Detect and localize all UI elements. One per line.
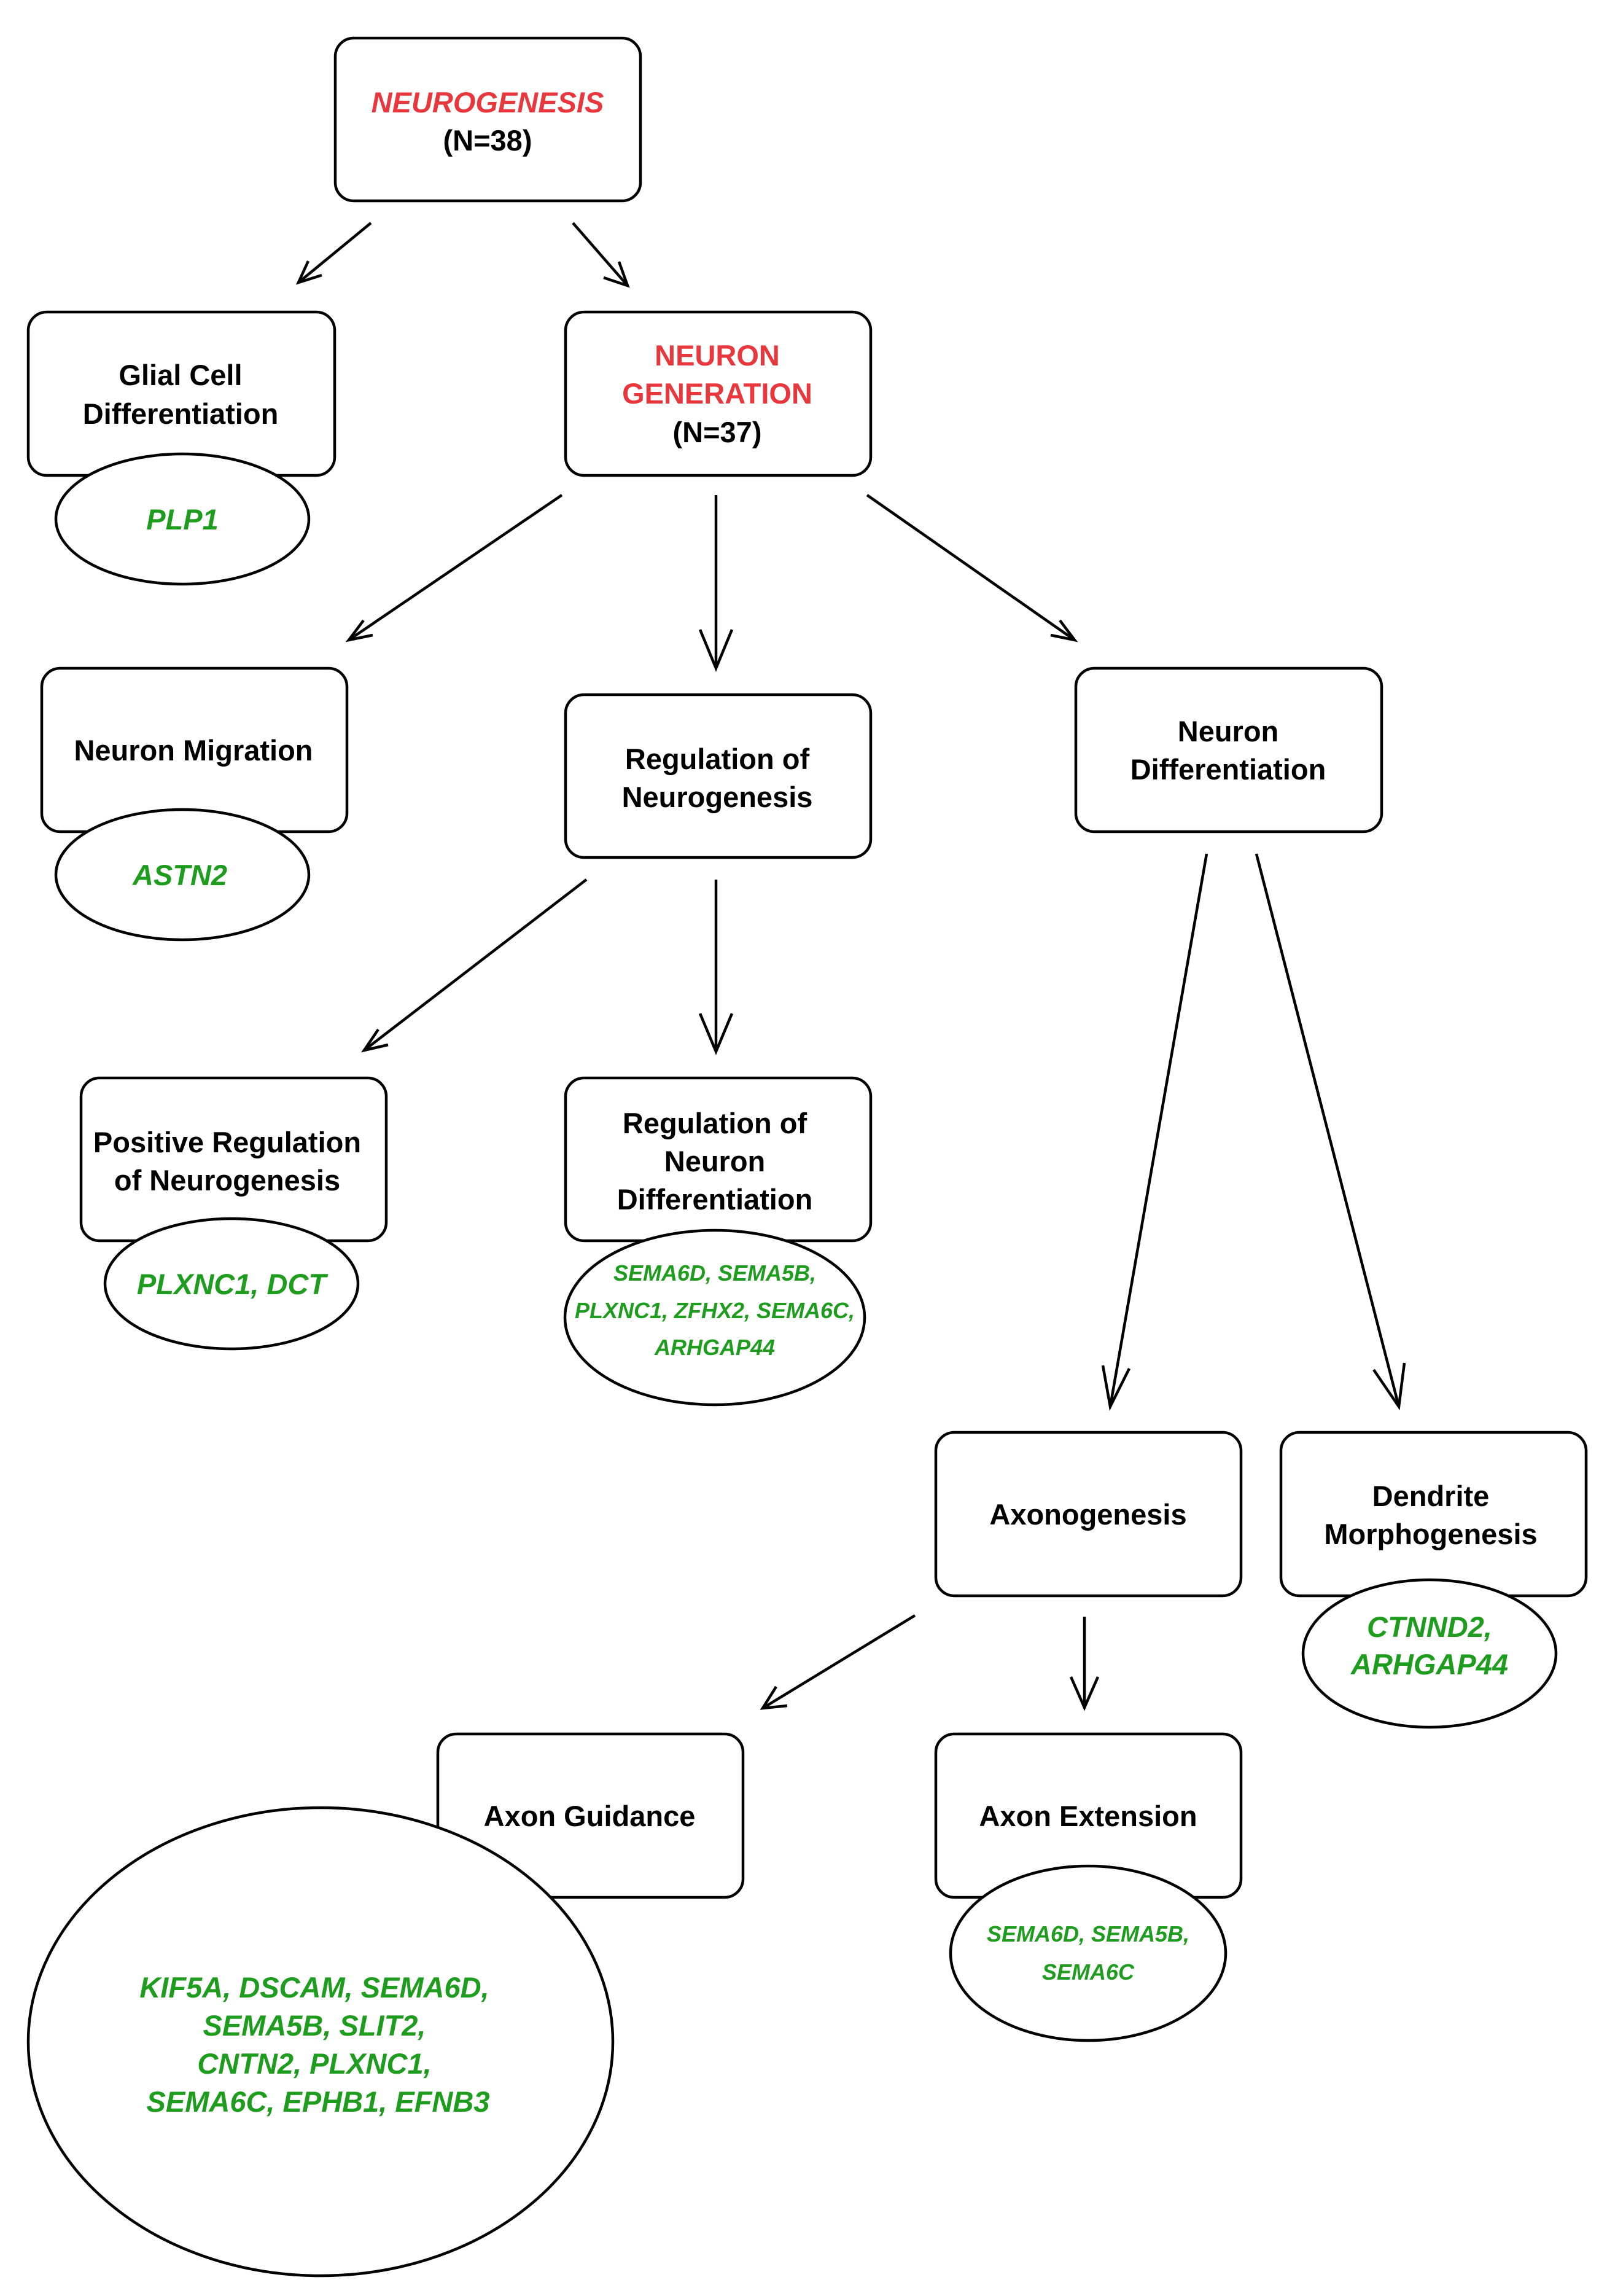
arrow-neuron-generation-to-regulation — [698, 495, 734, 672]
neuron-differentiation-line2: Differentiation — [1130, 753, 1326, 786]
neuron-diff-regulation-line2: Neuron — [664, 1145, 766, 1177]
gene-list-line: KIF5A, DSCAM, SEMA6D, — [139, 1971, 489, 2004]
gene-list-line: ASTN2 — [132, 859, 227, 891]
arrow-neurogenesis-to-glial — [295, 222, 372, 285]
neurogenesis-title: NEUROGENESIS — [372, 86, 604, 119]
genes-dendrite-morphogenesis: CTNND2, ARHGAP44 — [1301, 1578, 1558, 1729]
genes-axon-guidance: KIF5A, DSCAM, SEMA6D, SEMA5B, SLIT2, CNT… — [26, 1806, 615, 2278]
arrow-differentiation-to-dendrite — [1255, 853, 1406, 1411]
gene-list-line: SEMA6C — [1042, 1959, 1135, 1985]
neuron-generation-line2: GENERATION — [622, 377, 812, 410]
axon-guidance-label: Axon Guidance — [484, 1800, 696, 1832]
arrow-axonogenesis-to-axon-extension — [1069, 1617, 1100, 1711]
node-neuron-generation: NEURON GENERATION (N=37) — [564, 310, 873, 477]
regulation-label-line2: Neurogenesis — [622, 781, 813, 813]
genes-axon-extension: SEMA6D, SEMA5B, SEMA6C — [949, 1864, 1228, 2042]
gene-list-line: ARHGAP44 — [654, 1335, 775, 1360]
arrow-neuron-generation-to-differentiation — [866, 494, 1078, 642]
node-glial-cell-differentiation: Glial Cell Differentiation — [26, 310, 337, 477]
gene-list-line: SEMA5B, SLIT2, — [203, 2009, 426, 2042]
arrow-regulation-to-neuron-differentiation-regulation — [698, 880, 734, 1055]
node-neuron-migration: Neuron Migration — [40, 666, 349, 834]
node-axonogenesis: Axonogenesis — [934, 1431, 1243, 1598]
gene-list-line: ARHGAP44 — [1350, 1648, 1508, 1681]
axon-extension-label: Axon Extension — [979, 1800, 1197, 1832]
node-regulation-of-neuron-differentiation: Regulation of Neuron Differentiation — [564, 1076, 873, 1243]
node-neurogenesis: NEUROGENESIS (N=38) — [333, 36, 642, 203]
node-regulation-of-neurogenesis: Regulation of Neurogenesis — [564, 693, 873, 859]
gene-list-line: CTNND2, — [1367, 1611, 1492, 1643]
glial-label-line2: Differentiation — [83, 397, 279, 430]
neuron-generation-count: (N=37) — [673, 416, 762, 448]
neuron-differentiation-line1: Neuron — [1178, 715, 1279, 748]
neuron-migration-label: Neuron Migration — [74, 734, 313, 767]
arrow-regulation-to-positive-regulation — [360, 878, 588, 1053]
gene-list-line: PLP1 — [146, 503, 219, 536]
positive-regulation-line2: of Neurogenesis — [114, 1164, 340, 1197]
node-neuron-differentiation: Neuron Differentiation — [1074, 666, 1383, 834]
node-axon-guidance: Axon Guidance — [436, 1732, 745, 1899]
gene-list-line: PLXNC1, DCT — [137, 1268, 329, 1300]
neuron-diff-regulation-line3: Differentiation — [617, 1183, 813, 1216]
arrow-neurogenesis-to-neuron-generation — [572, 222, 630, 288]
genes-glial-cell-differentiation: PLP1 — [54, 452, 311, 586]
axonogenesis-label: Axonogenesis — [989, 1498, 1186, 1531]
genes-positive-regulation-of-neurogenesis: PLXNC1, DCT — [103, 1217, 360, 1351]
genes-neuron-migration: ASTN2 — [54, 808, 311, 942]
node-axon-extension: Axon Extension — [934, 1732, 1243, 1899]
arrow-axonogenesis-to-axon-guidance — [760, 1614, 916, 1710]
node-positive-regulation-of-neurogenesis: Positive Regulation of Neurogenesis — [79, 1076, 388, 1243]
gene-list-line: CNTN2, PLXNC1, — [197, 2047, 431, 2080]
genes-regulation-of-neuron-differentiation: SEMA6D, SEMA5B, PLXNC1, ZFHX2, SEMA6C, A… — [563, 1228, 866, 1407]
dendrite-label-line2: Morphogenesis — [1324, 1518, 1537, 1550]
node-dendrite-morphogenesis: Dendrite Morphogenesis — [1279, 1431, 1588, 1598]
gene-list-line: SEMA6C, EPHB1, EFNB3 — [147, 2085, 490, 2118]
arrow-neuron-generation-to-migration — [345, 494, 563, 642]
dendrite-label-line1: Dendrite — [1372, 1480, 1490, 1512]
positive-regulation-line1: Positive Regulation — [93, 1126, 361, 1158]
gene-list-line: PLXNC1, ZFHX2, SEMA6C, — [575, 1298, 855, 1323]
gene-list-line: SEMA6D, SEMA5B, — [987, 1921, 1189, 1947]
gene-list-line: SEMA6D, SEMA5B, — [613, 1260, 816, 1286]
glial-label-line1: Glial Cell — [119, 359, 242, 391]
arrow-differentiation-to-axonogenesis — [1101, 853, 1208, 1412]
neuron-generation-line1: NEURON — [655, 339, 780, 372]
regulation-label-line1: Regulation of — [625, 743, 810, 775]
neuron-diff-regulation-line1: Regulation of — [623, 1107, 807, 1139]
neurogenesis-count: (N=38) — [443, 124, 532, 157]
